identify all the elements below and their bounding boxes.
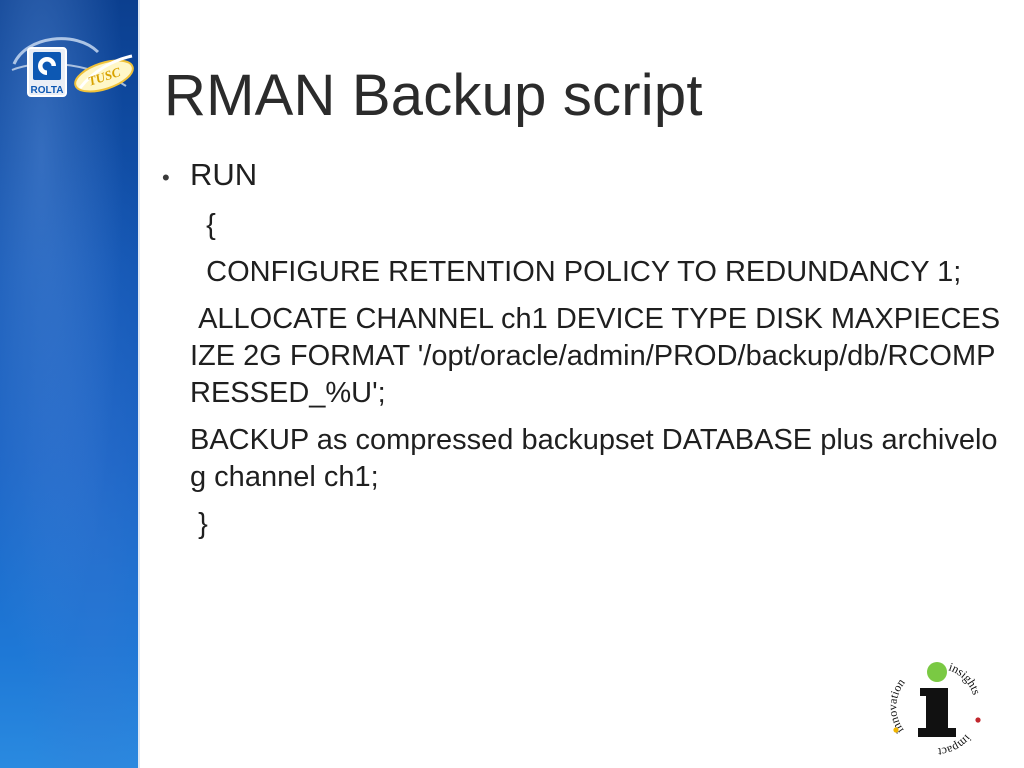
svg-text:innovation: innovation: [885, 676, 907, 737]
green-dot-icon: [927, 662, 947, 682]
rolta-tusc-logo: ROLTA TUSC: [11, 37, 134, 97]
sidebar-divider: [138, 0, 140, 768]
code-line-open-brace: {: [190, 209, 216, 241]
yellow-dot-icon: [893, 727, 899, 733]
bullet-dot-icon: •: [162, 165, 170, 190]
innovation-insights-impact-logo: innovation insights impact: [885, 660, 984, 757]
code-line-allocate: ALLOCATE CHANNEL ch1 DEVICE TYPE DISK MA…: [190, 303, 1001, 409]
code-line-configure: CONFIGURE RETENTION POLICY TO REDUNDANCY…: [190, 256, 962, 288]
rolta-label: ROLTA: [31, 85, 64, 96]
insights-label: insights: [947, 660, 984, 697]
innovation-label: innovation: [885, 676, 907, 737]
slide-body: • RUN { CONFIGURE RETENTION POLICY TO RE…: [162, 156, 1002, 543]
svg-text:insights: insights: [947, 660, 984, 697]
bullet-item: • RUN: [162, 156, 1002, 197]
code-line-backup: BACKUP as compressed backupset DATABASE …: [190, 424, 998, 493]
code-line-close-brace: }: [190, 508, 208, 540]
left-sidebar-band: [0, 0, 138, 768]
bullet-text: RUN: [190, 157, 258, 192]
red-dot-icon: [975, 717, 981, 723]
slide-title: RMAN Backup script: [164, 63, 703, 128]
